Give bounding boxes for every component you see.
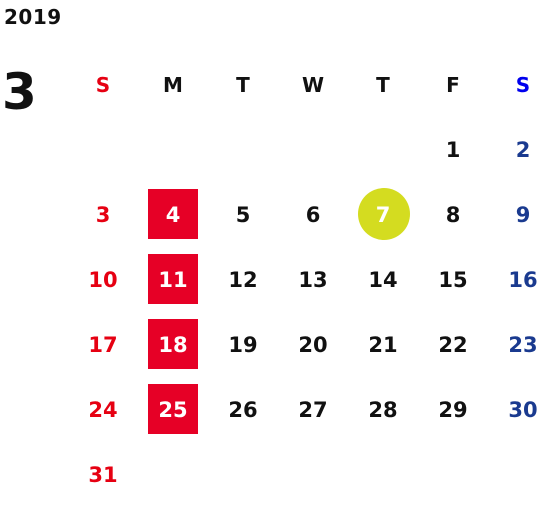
weekday-friday: F (446, 72, 460, 97)
day-cell-24: 24 (68, 377, 138, 442)
day-cell-empty (68, 117, 138, 182)
day-cell-29: 29 (418, 377, 488, 442)
day-cell-5: 5 (208, 182, 278, 247)
day-cell-7-today: 7 (348, 182, 418, 247)
weekday-saturday: S (515, 72, 531, 97)
day-number: 30 (508, 397, 538, 422)
day-number: 25 (158, 397, 188, 422)
day-cell-30: 30 (488, 377, 548, 442)
weekday-sunday: S (95, 72, 111, 97)
day-number: 24 (88, 397, 118, 422)
day-number: 3 (95, 202, 111, 227)
day-number: 8 (445, 202, 461, 227)
day-number: 15 (438, 267, 468, 292)
day-cell-4-highlighted: 4 (138, 182, 208, 247)
day-number: 6 (305, 202, 321, 227)
day-cell-14: 14 (348, 247, 418, 312)
day-number: 27 (298, 397, 328, 422)
day-cell-2: 2 (488, 117, 548, 182)
day-number: 17 (88, 332, 118, 357)
day-number: 9 (515, 202, 531, 227)
weekday-thursday: T (376, 72, 390, 97)
day-cell-empty (348, 117, 418, 182)
day-cell-12: 12 (208, 247, 278, 312)
weekday-monday: M (163, 72, 183, 97)
day-number: 5 (235, 202, 251, 227)
day-number: 22 (438, 332, 468, 357)
day-number: 28 (368, 397, 398, 422)
day-number: 13 (298, 267, 328, 292)
calendar-year: 2019 (4, 5, 62, 29)
weekday-wednesday: W (301, 72, 325, 97)
day-cell-17: 17 (68, 312, 138, 377)
day-number: 23 (508, 332, 538, 357)
day-cell-empty (278, 117, 348, 182)
day-cell-27: 27 (278, 377, 348, 442)
day-cell-15: 15 (418, 247, 488, 312)
day-cell-11-highlighted: 11 (138, 247, 208, 312)
day-number: 12 (228, 267, 258, 292)
day-number: 14 (368, 267, 398, 292)
weekday-tuesday: T (236, 72, 250, 97)
day-cell-8: 8 (418, 182, 488, 247)
day-cell-20: 20 (278, 312, 348, 377)
day-number: 31 (88, 462, 118, 487)
day-cell-16: 16 (488, 247, 548, 312)
day-number: 7 (375, 202, 391, 227)
day-number: 4 (165, 202, 181, 227)
day-cell-9: 9 (488, 182, 548, 247)
day-cell-6: 6 (278, 182, 348, 247)
day-number: 29 (438, 397, 468, 422)
day-cell-22: 22 (418, 312, 488, 377)
day-number: 18 (158, 332, 188, 357)
day-cell-empty (208, 117, 278, 182)
day-number: 20 (298, 332, 328, 357)
day-cell-1: 1 (418, 117, 488, 182)
day-number: 21 (368, 332, 398, 357)
day-cell-31: 31 (68, 442, 138, 507)
day-cell-18-highlighted: 18 (138, 312, 208, 377)
day-cell-25-highlighted: 25 (138, 377, 208, 442)
day-cell-28: 28 (348, 377, 418, 442)
day-cell-19: 19 (208, 312, 278, 377)
day-cell-13: 13 (278, 247, 348, 312)
day-cell-23: 23 (488, 312, 548, 377)
day-number: 19 (228, 332, 258, 357)
day-number: 1 (445, 137, 461, 162)
calendar-grid: S M T W T F S 1 2 3 4 5 6 7 8 9 10 11 12… (68, 52, 548, 507)
day-number: 10 (88, 267, 118, 292)
day-cell-3: 3 (68, 182, 138, 247)
day-cell-empty (138, 117, 208, 182)
day-cell-10: 10 (68, 247, 138, 312)
calendar-month: 3 (2, 63, 37, 121)
day-number: 26 (228, 397, 258, 422)
day-number: 2 (515, 137, 531, 162)
day-cell-21: 21 (348, 312, 418, 377)
day-number: 11 (158, 267, 188, 292)
day-number: 16 (508, 267, 538, 292)
day-cell-26: 26 (208, 377, 278, 442)
